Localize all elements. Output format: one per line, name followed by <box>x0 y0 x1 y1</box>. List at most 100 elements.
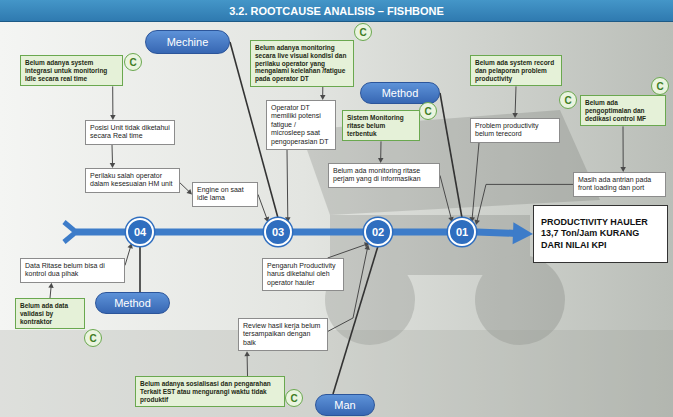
node-text: 04 <box>134 226 146 238</box>
connector-line <box>322 87 323 96</box>
node-text: Data Ritase belum bisa di kontrol dua pi… <box>25 262 120 279</box>
connector-line <box>139 246 141 292</box>
node-text: 01 <box>456 226 468 238</box>
cause-box: Engine on saat idle lama <box>192 182 258 207</box>
category-tab: Method <box>95 292 170 314</box>
arrow-head <box>365 245 370 251</box>
cause-note: Belum ada pengoptimalan dan dedikasi con… <box>580 95 666 126</box>
node-text: Masih ada antrian pada front loading dan… <box>578 176 661 193</box>
cause-note: Sistem Monitoring ritase belum terbentuk <box>342 110 420 141</box>
node-text: Belum adanya monitoring secara live visu… <box>255 44 349 83</box>
bone-number: 04 <box>126 218 154 246</box>
node-text: Belum adanya system integrasi untuk moni… <box>25 59 118 82</box>
cause-box: Pengaruh Productivity harus diketahui ol… <box>262 258 344 291</box>
spine-tail <box>64 222 76 242</box>
connector <box>328 242 370 258</box>
node-text: Review hasil kerja belum tersampaikan de… <box>243 322 323 347</box>
node-text: C <box>656 81 663 92</box>
bone-line <box>140 246 141 292</box>
spine-line <box>292 232 364 233</box>
connector-line <box>154 229 264 236</box>
cause-box: Data Ritase belum bisa di kontrol dua pi… <box>20 258 125 283</box>
truck-body <box>300 110 600 215</box>
cause-box: Posisi Unit tidak diketahui secara Real … <box>85 120 175 145</box>
node-text: PRODUCTIVITY HAULER 13,7 Ton/Jam KURANG … <box>541 217 660 251</box>
cause-box: Problem productivity belum terecord <box>470 118 560 143</box>
cause-box: Perilaku salah operator dalam kesesuaian… <box>85 168 180 193</box>
connector-line <box>380 141 381 159</box>
control-badge: C <box>559 91 577 109</box>
arrow-head <box>244 351 250 356</box>
connector-line <box>292 229 364 236</box>
connector <box>320 87 326 100</box>
spine-arrow <box>476 222 533 244</box>
connector <box>125 243 133 265</box>
control-badge: C <box>651 77 669 95</box>
node-text: 03 <box>272 226 284 238</box>
node-text: C <box>290 393 297 404</box>
arrow-head <box>475 220 480 226</box>
spine-line <box>154 232 264 233</box>
connector <box>378 141 384 163</box>
node-text: Belum adanya sosialisasi dan pengarahan … <box>140 380 280 403</box>
arrow-head <box>513 222 533 244</box>
control-badge: C <box>419 102 437 120</box>
node-text: Problem productivity belum terecord <box>475 122 555 139</box>
node-text: Sistem Monitoring ritase belum terbentuk <box>347 114 415 137</box>
cause-box: Review hasil kerja belum tersampaikan de… <box>238 318 328 351</box>
node-text: Method <box>382 87 419 99</box>
category-tab: Mechine <box>145 30 230 54</box>
connector <box>620 126 626 172</box>
connector-line <box>623 126 624 168</box>
connector-line <box>50 287 51 298</box>
arrow-head <box>48 283 53 288</box>
node-text: Mechine <box>167 36 209 48</box>
control-badge: C <box>124 53 142 71</box>
cause-note: Belum adanya system integrasi untuk moni… <box>20 55 123 86</box>
connector <box>48 283 53 298</box>
bone-number: 01 <box>448 218 476 246</box>
node-text: Posisi Unit tidak diketahui secara Real … <box>90 124 170 141</box>
connector <box>258 194 269 222</box>
connector-line <box>440 93 462 218</box>
node-text: Method <box>114 297 151 309</box>
node-text: Belum ada system record dan pelaporan pr… <box>475 59 557 82</box>
bone-number: 03 <box>264 218 292 246</box>
node-text: Belum ada data validasi by kontraktor <box>20 302 80 325</box>
node-text: Belum ada pengoptimalan dan dedikasi con… <box>585 99 661 122</box>
title-text: 3.2. ROOTCAUSE ANALISIS – FISHBONE <box>229 5 444 17</box>
node-text: C <box>359 27 366 38</box>
connector <box>180 183 192 195</box>
spine-line <box>392 232 448 233</box>
node-text: C <box>424 106 431 117</box>
connector <box>110 145 116 168</box>
photo-road <box>0 330 673 417</box>
connector <box>285 150 291 222</box>
node-text: C <box>564 95 571 106</box>
bone-number: 02 <box>364 218 392 246</box>
connector-line <box>328 245 366 259</box>
connector <box>110 86 116 120</box>
connector-line <box>112 86 113 116</box>
bone-line <box>440 93 462 218</box>
effect-box: PRODUCTIVITY HAULER 13,7 Ton/Jam KURANG … <box>533 205 668 263</box>
connector-line <box>476 232 517 233</box>
node-text: Pengaruh Productivity harus diketahui ol… <box>267 262 339 287</box>
control-badge: C <box>84 329 102 347</box>
connector-line <box>247 355 248 376</box>
cause-box: Masih ada antrian pada front loading dan… <box>573 172 666 197</box>
connector-line <box>287 150 289 218</box>
connector <box>512 86 518 118</box>
node-text: Belum ada monitoring ritase perjam yang … <box>333 167 435 184</box>
category-tab: Man <box>315 394 375 416</box>
connector <box>440 175 454 222</box>
cause-note: Belum ada system record dan pelaporan pr… <box>470 55 562 86</box>
control-badge: C <box>285 389 303 407</box>
title-bar: 3.2. ROOTCAUSE ANALISIS – FISHBONE <box>0 0 673 22</box>
control-badge: C <box>354 23 372 41</box>
node-text: Operator DT memiliki potensi fatigue / m… <box>271 104 331 146</box>
node-text: Perilaku salah operator dalam kesesuaian… <box>90 172 175 189</box>
connector-line <box>440 175 451 218</box>
